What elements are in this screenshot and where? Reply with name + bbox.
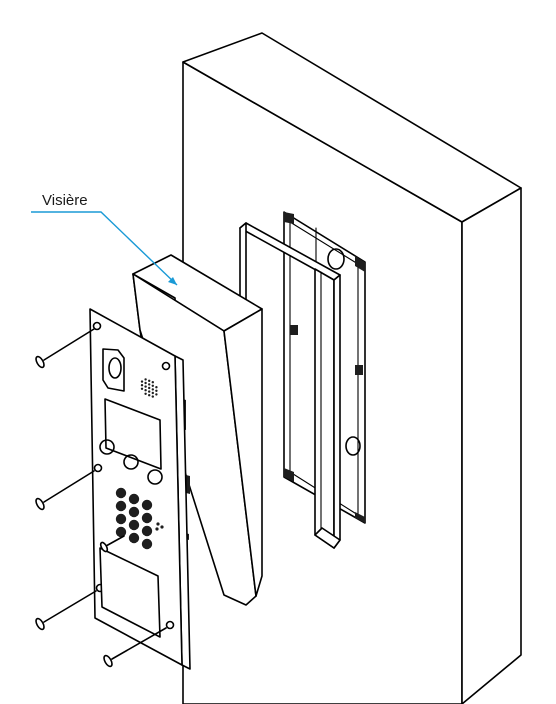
screw-head (35, 617, 45, 631)
keypad-key (141, 499, 153, 511)
visor-label: Visière (42, 192, 88, 209)
callout-leader-line (31, 211, 178, 286)
nameplate-window (99, 547, 161, 638)
speaker-hole (155, 393, 158, 396)
keypad-key (115, 513, 127, 525)
speaker-hole (140, 380, 144, 383)
keypad-key (141, 525, 153, 537)
frame-right-rail (314, 268, 335, 549)
camera-lens (108, 357, 122, 379)
frame-right-edge (333, 274, 341, 549)
screw-bottom-right (103, 627, 167, 668)
speaker-hole (144, 381, 147, 385)
front-panel (89, 308, 191, 670)
box-clip-bl (284, 468, 294, 482)
speaker-hole (151, 391, 154, 395)
keypad-key (115, 487, 127, 499)
function-button-right (147, 469, 163, 485)
screw-head (99, 541, 109, 553)
speaker-hole (148, 394, 151, 397)
screw-top-left (35, 328, 95, 369)
speaker-hole (144, 385, 147, 388)
screw-shaft (43, 470, 95, 503)
screw-middle-left (35, 470, 95, 511)
panel-screw-hole-tr (161, 361, 171, 371)
function-button-left (99, 439, 115, 455)
screw-panel-inner (99, 535, 125, 553)
screw-bottom-left (35, 590, 97, 631)
mounting-frame (239, 222, 341, 549)
keypad-key (128, 493, 140, 505)
visor-right-face (223, 308, 263, 597)
indicator-dot-1 (156, 522, 160, 526)
box-clip-tr (355, 256, 365, 272)
visor-callout: Visière (31, 192, 178, 286)
panel-screw-hole-ml (93, 463, 103, 473)
box-tab-left (290, 325, 298, 335)
screw-shaft (43, 590, 97, 623)
keypad-key (115, 500, 127, 512)
screws (35, 328, 167, 668)
box-clip-tl (284, 212, 294, 224)
speaker-hole (155, 389, 158, 392)
speaker-hole (140, 384, 144, 387)
speaker-hole (151, 388, 154, 391)
panel-screw-hole-br (165, 620, 175, 630)
wall-side-face (461, 187, 522, 704)
speaker-hole (144, 392, 147, 395)
screw-head (35, 355, 45, 369)
speaker-hole (144, 378, 147, 381)
speaker-hole (151, 395, 154, 398)
function-button-center (123, 454, 139, 470)
screw-shaft (43, 328, 95, 361)
callout-arrowhead (168, 277, 177, 285)
keypad-key (128, 532, 140, 544)
box-hole-bottom (345, 436, 361, 456)
speaker-grille (140, 378, 158, 398)
speaker-hole (151, 384, 154, 387)
keypad-key (141, 538, 153, 550)
indicator-dot-2 (160, 525, 164, 529)
box-hole-top (327, 248, 345, 270)
camera-module (102, 348, 125, 392)
speaker-hole (148, 383, 151, 386)
keypad-key (141, 512, 153, 524)
keypad-key (128, 519, 140, 531)
screw-head (35, 497, 45, 511)
display-window (104, 398, 162, 470)
screw-shaft (111, 627, 167, 660)
speaker-hole (155, 386, 158, 389)
box-tab-right (355, 365, 363, 375)
speaker-hole (151, 381, 154, 384)
frame-bottom (314, 527, 341, 549)
speaker-hole (144, 389, 147, 392)
screw-head (103, 654, 113, 668)
keypad-key (115, 526, 127, 538)
keypad (115, 487, 153, 550)
indicator-dot-3 (155, 527, 159, 531)
screw-shaft (105, 535, 125, 547)
box-clip-br (355, 512, 365, 523)
keypad-key (128, 506, 140, 518)
speaker-hole (148, 386, 151, 390)
panel-screw-hole-tl (92, 321, 102, 331)
speaker-hole (148, 379, 151, 382)
speaker-hole (148, 390, 151, 393)
speaker-hole (140, 387, 144, 390)
